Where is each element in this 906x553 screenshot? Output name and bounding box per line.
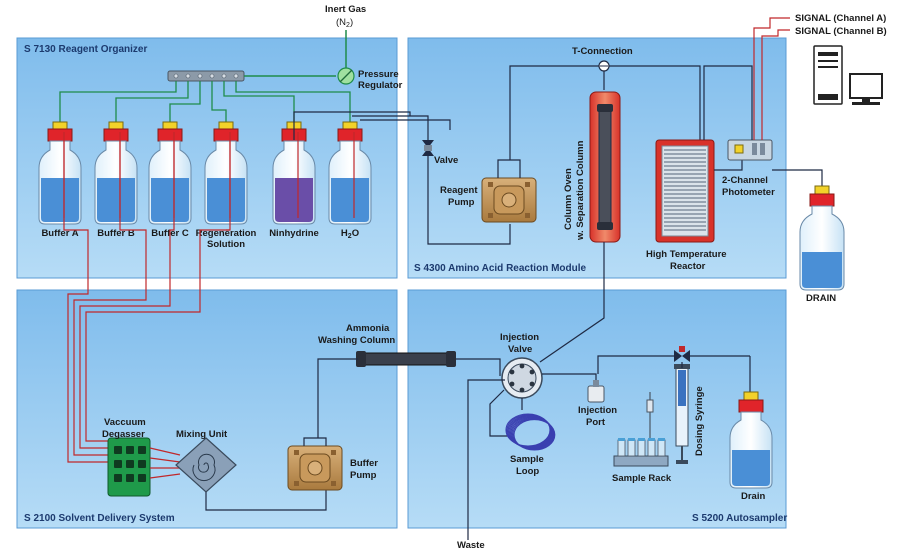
- sample-rack-label: Sample Rack: [612, 473, 672, 484]
- injection-port-label-2: Port: [586, 417, 606, 428]
- bottle-label: Buffer B: [97, 228, 135, 239]
- drain-bottle-top: DRAIN: [799, 185, 845, 304]
- inert-gas-sub: 2: [346, 22, 350, 29]
- inert-gas-close: ): [350, 17, 353, 28]
- valve-label: Valve: [434, 155, 458, 166]
- reagent-valve: Valve: [352, 115, 511, 245]
- dosing-syringe: Dosing Syringe: [674, 346, 751, 464]
- module-title-reaction-module: S 4300 Amino Acid Reaction Module: [414, 263, 587, 274]
- computer-icon: [813, 45, 883, 105]
- module-title-reagent-organizer: S 7130 Reagent Organizer: [24, 44, 147, 55]
- degasser-label-1: Vaccuum: [104, 417, 146, 428]
- sample-loop-label-1: Sample: [510, 454, 544, 465]
- reagent-pump-label-2: Pump: [448, 197, 475, 208]
- column-oven-label-2: w. Separation Column: [575, 140, 586, 241]
- ammonia-label-2: Washing Column: [318, 335, 395, 346]
- gas-manifold: [167, 70, 336, 82]
- gas-lines: [59, 81, 351, 122]
- t-connection: T-Connection: [572, 46, 701, 140]
- bottle-label: H2O: [341, 228, 359, 240]
- bottle-label-2: Solution: [207, 239, 245, 250]
- reagent-pump: Reagent Pump: [440, 65, 604, 223]
- injection-valve-label-1: Injection: [500, 332, 539, 343]
- drain-bottle-bottom: Drain: [729, 391, 773, 502]
- injection-port-label-1: Injection: [578, 405, 617, 416]
- photometer: 2-Channel Photometer: [703, 17, 823, 198]
- module-title-autosampler: S 5200 Autosampler: [692, 513, 787, 524]
- ammonia-washing-column: Ammonia Washing Column: [317, 323, 501, 438]
- inert-gas-line: Inert Gas (N2): [325, 4, 366, 70]
- column-oven-label-1: Column Oven: [563, 168, 574, 230]
- bottle-label: Ninhydrine: [269, 228, 319, 239]
- sample-rack: Sample Rack: [612, 392, 672, 484]
- inert-gas-formula: (N: [336, 17, 346, 28]
- inert-gas-label: Inert Gas: [325, 4, 366, 15]
- reagent-bottle: Buffer B: [94, 121, 138, 239]
- reagent-lines: [293, 111, 411, 140]
- signal-b-label: SIGNAL (Channel B): [795, 26, 887, 37]
- reagent-pump-label-1: Reagent: [440, 185, 478, 196]
- drain-bottom-label: Drain: [741, 491, 765, 502]
- svg-text:(N2): (N2): [336, 17, 353, 29]
- high-temperature-reactor: High Temperature Reactor: [646, 139, 743, 272]
- sample-loop-label-2: Loop: [516, 466, 539, 477]
- ammonia-label-1: Ammonia: [346, 323, 390, 334]
- injection-port: Injection Port: [578, 355, 680, 428]
- reactor-label-1: High Temperature: [646, 249, 727, 260]
- pressure-regulator-label-2: Regulator: [358, 80, 403, 91]
- reagent-bottle: Buffer A: [38, 121, 82, 239]
- signal-a-label: SIGNAL (Channel A): [795, 13, 886, 24]
- mixing-unit-label: Mixing Unit: [176, 429, 228, 440]
- photometer-label-1: 2-Channel: [722, 175, 768, 186]
- buffer-lines: [63, 140, 231, 463]
- dosing-syringe-label: Dosing Syringe: [694, 386, 705, 456]
- degasser-label-2: Degasser: [102, 429, 145, 440]
- pressure-regulator: Pressure Regulator: [337, 67, 403, 91]
- buffer-pump: Buffer Pump: [287, 437, 378, 491]
- bottle-label: Regeneration: [196, 228, 257, 239]
- buffer-pump-label-2: Pump: [350, 470, 377, 481]
- reagent-bottle: H2O: [328, 121, 372, 240]
- waste-label: Waste: [457, 540, 485, 551]
- injection-valve: Injection Valve Waste: [457, 242, 605, 551]
- pressure-regulator-label-1: Pressure: [358, 69, 399, 80]
- panel-autosampler: S 5200 Autosampler: [407, 289, 787, 529]
- reactor-label-2: Reactor: [670, 261, 706, 272]
- drain-top-label: DRAIN: [806, 293, 836, 304]
- mixing-unit: Mixing Unit: [175, 429, 327, 511]
- sample-loop: Sample Loop: [505, 413, 556, 477]
- module-title-solvent-delivery: S 2100 Solvent Delivery System: [24, 513, 175, 524]
- bottle-label: Buffer A: [41, 228, 78, 239]
- t-connection-label: T-Connection: [572, 46, 633, 57]
- injection-valve-label-2: Valve: [508, 344, 532, 355]
- photometer-label-2: Photometer: [722, 187, 775, 198]
- vacuum-degasser: Vaccuum Degasser: [102, 417, 181, 497]
- buffer-pump-label-1: Buffer: [350, 458, 378, 469]
- column-oven: Column Oven w. Separation Column: [563, 91, 621, 243]
